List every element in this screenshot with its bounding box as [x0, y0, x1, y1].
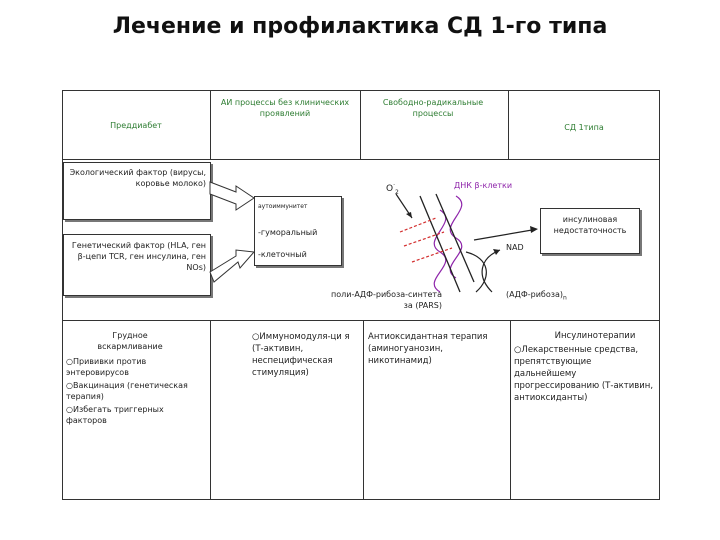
cellular-label: -клеточный: [258, 250, 307, 259]
prevention-item-2-text: Вакцинация (генетическая терапия): [66, 381, 188, 401]
breastfeeding-title: Грудное вскармливание: [97, 331, 163, 351]
bottom-divider-1: [210, 320, 211, 500]
circle-bullet-icon: ○: [66, 405, 73, 414]
eco-factor-text: Экологический фактор (вирусы, коровье мо…: [69, 168, 206, 188]
nad-label: NAD: [506, 243, 524, 252]
dna-dash-1: [399, 217, 437, 233]
header-row: [62, 90, 660, 160]
header-autoimmune: АИ процессы без клинических проявлений: [220, 98, 350, 118]
insulin-deficiency-box: [540, 208, 640, 254]
dna-dash-2: [403, 231, 445, 247]
o2-label: O·2: [386, 182, 399, 196]
prevention-item-2: ○Вакцинация (генетическая терапия): [66, 380, 206, 402]
circle-bullet-icon: ○: [252, 332, 260, 342]
circle-bullet-icon: ○: [66, 381, 73, 390]
autoimmunity-label: аутоиммунитет: [258, 203, 308, 210]
prevention-item-3: ○Избегать триггерных факторов: [66, 404, 206, 426]
immunomodulation-text: ○Иммуномодуля-ци я (Т-активин, неспецифи…: [252, 331, 358, 379]
prevention-item-1: ○Прививки против энтеровирусов: [66, 356, 206, 378]
eco-factor-box: [63, 162, 211, 220]
adp-subscript: n: [563, 294, 567, 302]
eco-arrow: [209, 181, 255, 211]
insulin-deficiency-text: инсулиновая недостаточность: [553, 215, 627, 235]
antioxidant-text: Антиоксидантная терапия (аминогуанозин, …: [368, 332, 488, 366]
genetic-arrow: [209, 249, 256, 283]
header-free-radical: Свободно-радикальные процессы: [382, 98, 484, 118]
prevention-list: ○Прививки против энтеровирусов ○Вакцинац…: [66, 356, 206, 426]
bottom-row: [62, 320, 660, 500]
genetic-factor-box: [63, 234, 211, 296]
dna-bar-2: [435, 193, 475, 283]
adp-ribose-label: (АДФ-рибоза)n: [506, 289, 567, 304]
insulin-therapy-text: ○Лекарственные средства, препятствующие …: [514, 344, 656, 404]
dna-label: ДНК β-клетки: [454, 181, 513, 190]
dna-dash-3: [411, 247, 453, 263]
header-divider-3: [508, 90, 509, 160]
dna-to-insulin-arrow: [473, 229, 533, 241]
dna-strand-1: [433, 209, 447, 293]
autoimmunity-box: [254, 196, 342, 266]
insulin-therapy-item: Лекарственные средства, препятствующие д…: [514, 345, 654, 403]
circle-bullet-icon: ○: [514, 345, 522, 355]
o2-text: O: [386, 184, 394, 194]
dna-strand-2: [449, 195, 463, 279]
genetic-factor-text: Генетический фактор (HLA, ген β-цепи TCR…: [71, 241, 206, 272]
dna-bar-1: [419, 195, 461, 293]
header-diabetes: СД 1типа: [564, 123, 604, 132]
adp-ribose-text: (АДФ-рибоза): [506, 290, 563, 299]
insulin-therapy-title: Инсулинотерапии: [554, 331, 636, 341]
circle-bullet-icon: ○: [66, 357, 73, 366]
nad-curve: [465, 251, 487, 293]
nad-arrowhead: [493, 249, 500, 255]
header-divider-1: [210, 90, 211, 160]
bottom-divider-2: [363, 320, 364, 500]
humoral-label: -гуморальный: [258, 228, 318, 237]
prevention-item-3-text: Избегать триггерных факторов: [66, 405, 164, 425]
prevention-item-1-text: Прививки против энтеровирусов: [66, 357, 147, 377]
nad-curve-2: [481, 249, 501, 293]
page-title: Лечение и профилактика СД 1-го типа: [112, 14, 608, 39]
dna-to-insulin-arrowhead: [530, 226, 538, 233]
pars-label: поли-АДФ-рибоза-синтета за (PARS): [331, 290, 442, 310]
bottom-divider-3: [510, 320, 511, 500]
header-divider-2: [360, 90, 361, 160]
immunomodulation-item: Иммуномодуля-ци я (Т-активин, неспецифич…: [252, 332, 350, 378]
o2-arrowhead: [406, 212, 412, 218]
header-prediabetes: Преддиабет: [110, 121, 162, 130]
